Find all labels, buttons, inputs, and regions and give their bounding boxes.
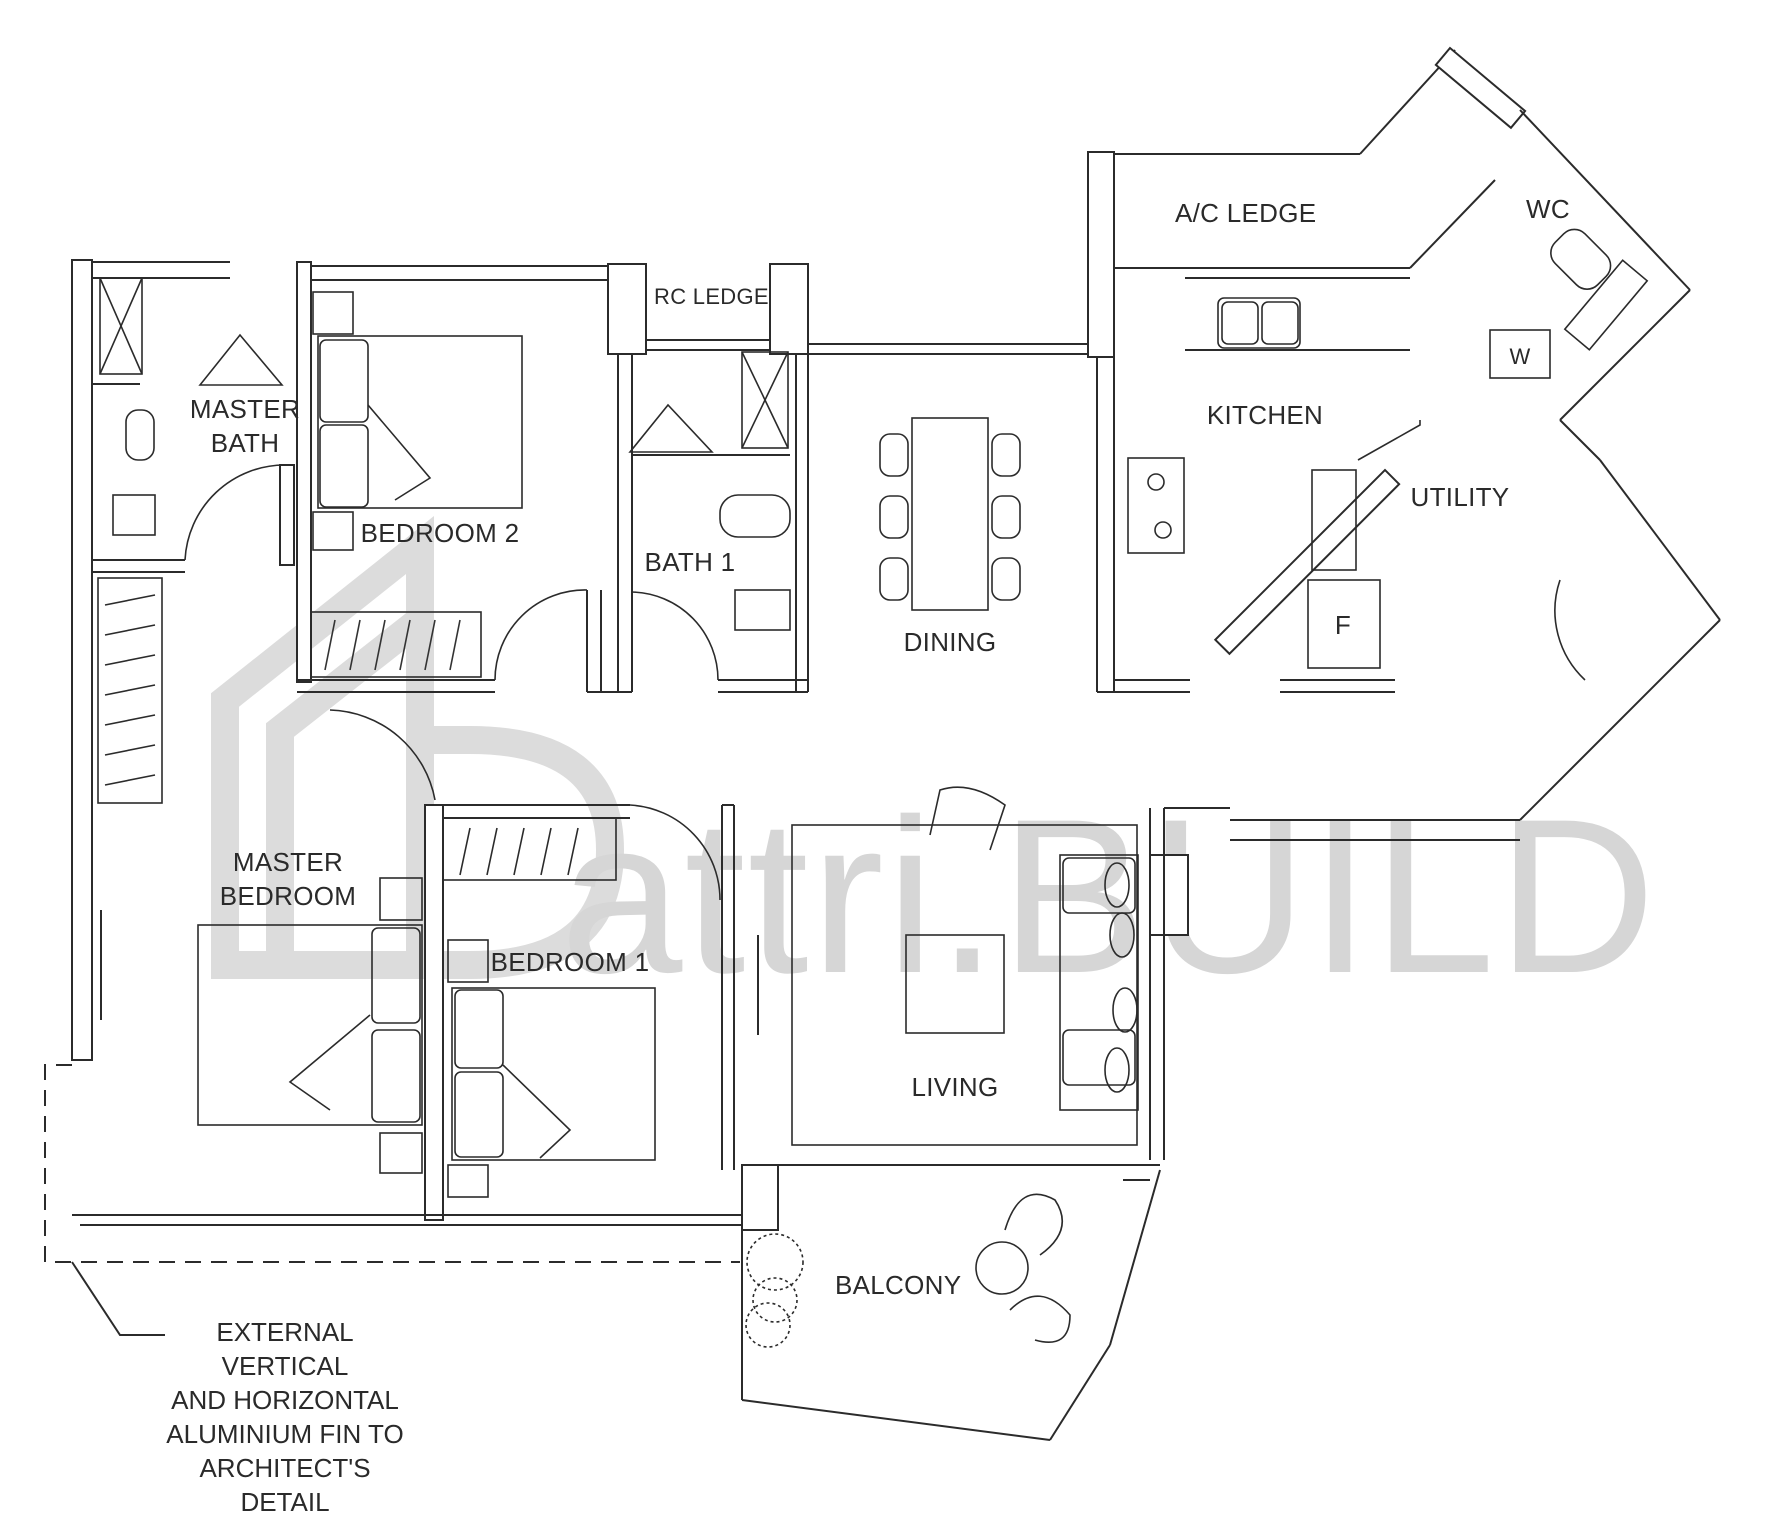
wardrobe-bedroom2 <box>310 611 482 678</box>
label-master-bedroom: MASTER BEDROOM <box>219 847 357 911</box>
coffee-table <box>905 934 1005 1034</box>
label-w: W <box>1509 344 1531 369</box>
rc-ledge-pillar-right <box>769 263 809 355</box>
label-balcony: BALCONY <box>835 1270 962 1300</box>
label-ac-ledge: A/C LEDGE <box>1175 198 1317 228</box>
label-f: F <box>1334 610 1352 640</box>
utility-wall <box>1213 468 1401 656</box>
fin-note: EXTERNAL VERTICAL AND HORIZONTAL ALUMINI… <box>166 1317 404 1517</box>
floor-plan <box>44 46 1721 1441</box>
bed-bedroom2 <box>317 335 523 509</box>
shower-wc <box>1563 259 1649 351</box>
watermark-text: attri.BUILD <box>560 773 1658 1019</box>
master-bath-partition <box>279 464 295 566</box>
bedroom1-partition <box>424 804 444 1221</box>
wardrobe-master <box>97 577 163 804</box>
sink-master <box>112 494 156 536</box>
toilet-master <box>125 409 155 461</box>
wc-wall <box>1434 46 1527 130</box>
sofa <box>1059 854 1139 1111</box>
balcony-chair-2 <box>1009 1295 1071 1343</box>
living-pillar <box>1149 854 1189 936</box>
sink-bath1 <box>734 589 791 631</box>
label-kitchen: KITCHEN <box>1206 400 1324 430</box>
label-wc: WC <box>1526 194 1570 224</box>
living-rug <box>791 824 1138 1146</box>
dining-table <box>911 417 989 611</box>
bed-master <box>197 924 423 1126</box>
balcony-table <box>975 1241 1029 1295</box>
wardrobe-bedroom1 <box>442 817 617 881</box>
wall-bedroom2-west <box>296 261 312 683</box>
label-bath-1: BATH 1 <box>644 547 736 577</box>
kitchen-hob <box>1127 457 1185 554</box>
label-bedroom-1: BEDROOM 1 <box>490 947 650 977</box>
utility-shelf <box>1311 469 1357 571</box>
bed-bedroom1 <box>451 987 656 1161</box>
rc-ledge-pillar-left <box>607 263 647 355</box>
balcony-pillar <box>741 1164 779 1231</box>
balcony-chair-1 <box>1004 1193 1064 1256</box>
label-rc-ledge: RC LEDGE <box>654 284 769 309</box>
toilet-wc <box>1550 228 1612 290</box>
kitchen-pillar <box>1087 151 1115 358</box>
label-bedroom-2: BEDROOM 2 <box>360 518 520 548</box>
shower-bath1 <box>741 351 789 449</box>
label-utility: UTILITY <box>1410 482 1510 512</box>
watermark-logo <box>211 515 625 979</box>
plants <box>745 1233 804 1348</box>
armchair-living <box>929 786 1006 851</box>
label-living: LIVING <box>911 1072 999 1102</box>
fridge <box>1307 579 1381 669</box>
kitchen-sink <box>1217 297 1301 349</box>
shower-master <box>99 277 143 375</box>
washer <box>1489 329 1551 379</box>
toilet-bath1 <box>719 494 791 538</box>
wall-west <box>71 259 93 1061</box>
label-master-bath: MASTER BATH <box>189 394 301 458</box>
label-dining: DINING <box>903 627 997 657</box>
